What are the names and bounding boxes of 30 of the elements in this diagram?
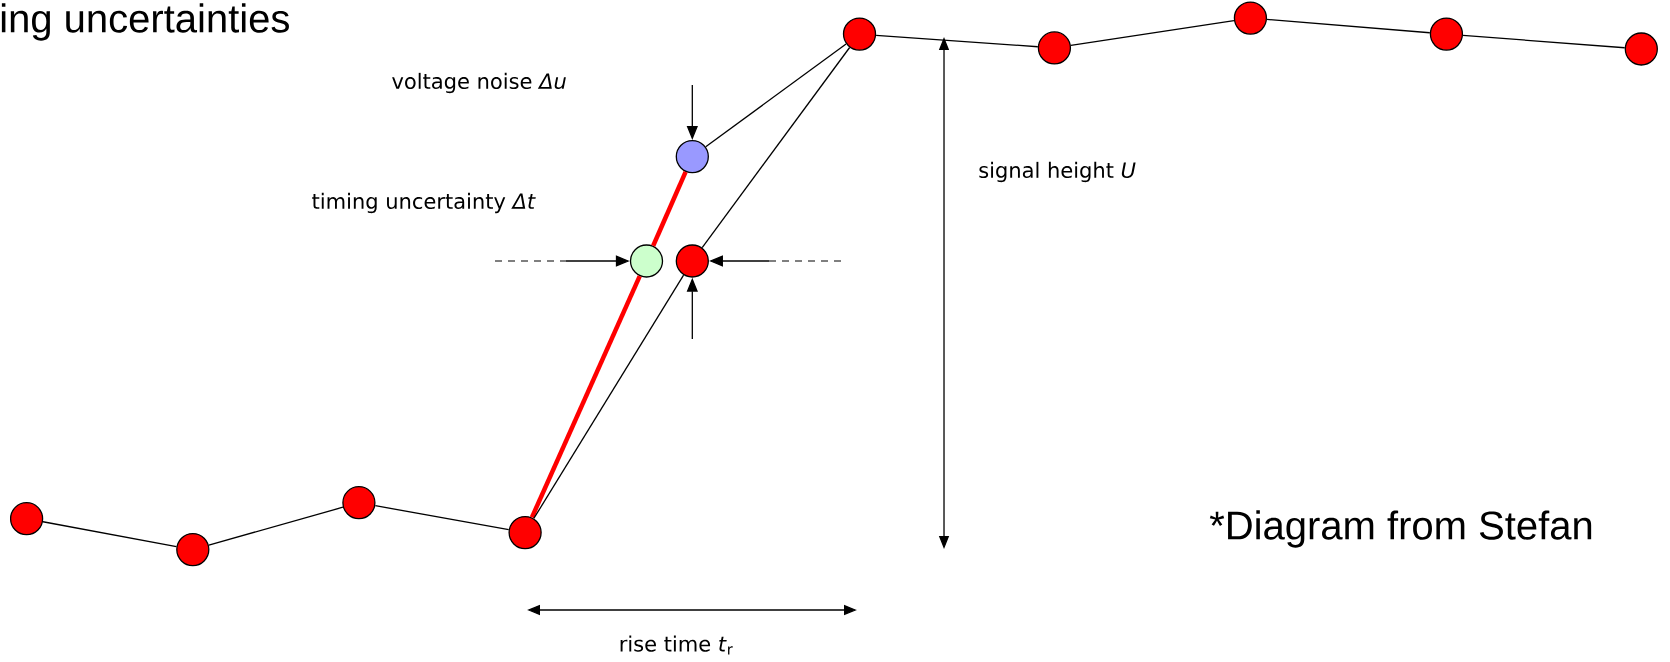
signal-dot (1037, 31, 1072, 65)
waveform-line (875, 34, 1039, 48)
annotation-label: timing uncertainty Δt (312, 192, 536, 214)
signal-dot (508, 515, 542, 550)
annotation-label: signal height U (979, 161, 1136, 183)
signal-dot (842, 17, 877, 51)
waveform-line (705, 43, 847, 148)
signal-dot (1624, 32, 1658, 66)
waveform-line (651, 170, 688, 247)
caption: *Diagram from Stefan (1209, 510, 1592, 548)
waveform-line (1070, 19, 1235, 47)
signal-dot (1233, 1, 1268, 35)
waveform-line (533, 274, 685, 520)
signal-dot (675, 244, 709, 278)
waveform-line (1462, 34, 1626, 49)
annotation-label: rise time t$_{r}$ (620, 635, 733, 655)
waveform-line (374, 505, 510, 531)
signal-dot (675, 139, 709, 174)
waveform-line (701, 46, 851, 249)
signal-dot (9, 502, 44, 536)
waveform-line (42, 521, 178, 548)
signal-dot (176, 532, 210, 567)
title: ing uncertainties (1, 3, 289, 41)
signal-dot (629, 244, 664, 278)
waveform-line (208, 506, 344, 546)
signal-dot (1429, 17, 1464, 51)
annotation-label: voltage noise Δu (392, 72, 566, 94)
signal-dot (342, 486, 376, 520)
waveform-line (1266, 18, 1431, 34)
waveform-line (529, 275, 642, 519)
